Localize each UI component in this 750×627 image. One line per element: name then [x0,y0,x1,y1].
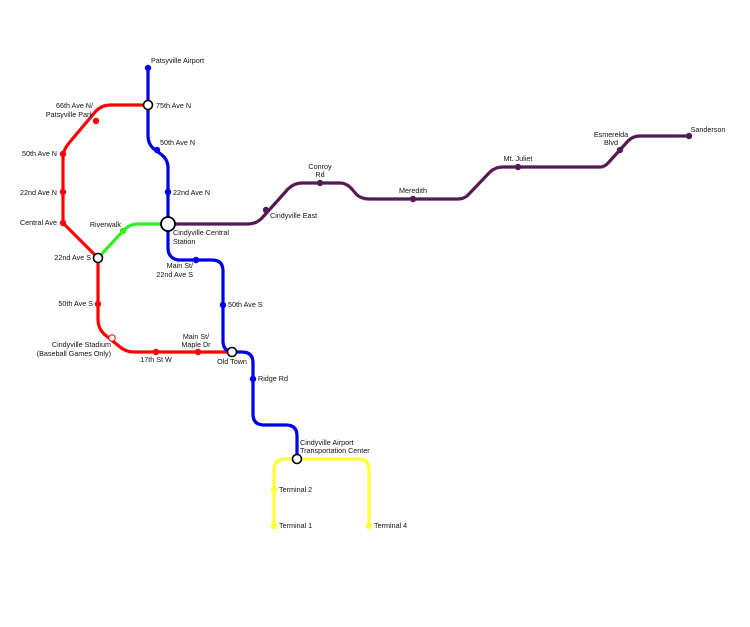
label-main-maple-1: Main St/ [183,332,209,341]
station-dot-riverwalk[interactable] [119,227,127,235]
label-22nd-ave-n-blue: 22nd Ave N [173,188,210,197]
label-75th-ave-n: 75th Ave N [156,101,191,110]
purple-line [166,134,691,226]
label-stadium-2: (Baseball Games Only) [37,349,111,358]
label-central-ave: Central Ave [20,218,57,227]
transfer-airport-tc[interactable] [291,453,303,465]
station-dot-50th-ave-s-blue[interactable] [219,301,227,309]
label-esmerelda-1: Esmerelda [594,130,628,139]
station-dot-main-maple[interactable] [194,348,202,356]
red-line [61,103,234,354]
label-terminal-2: Terminal 2 [279,485,312,494]
label-riverwalk: Riverwalk [90,220,122,229]
green-line [96,222,170,260]
station-dot-50th-ave-n-red[interactable] [59,150,67,158]
label-conroy-rd-1: Conroy [308,162,332,171]
transfer-22nd-ave-s[interactable] [92,252,104,264]
station-dot-terminal-2[interactable] [270,486,278,494]
label-22nd-ave-n-red: 22nd Ave N [20,188,57,197]
yellow-line [272,457,371,528]
station-dot-sanderson[interactable] [685,132,693,140]
station-dot-22nd-ave-n-red[interactable] [59,188,67,196]
label-17th-st-w: 17th St W [140,355,172,364]
station-dot-ridge-rd[interactable] [249,375,257,383]
label-conroy-rd-2: Rd [315,170,324,179]
station-dot-50th-ave-n-blue[interactable] [153,146,161,154]
label-ridge-rd: Ridge Rd [258,374,288,383]
label-old-town: Old Town [217,357,247,366]
station-dot-22nd-ave-n-blue[interactable] [164,188,172,196]
label-50th-ave-n-red: 50th Ave N [22,149,57,158]
label-airport-tc-1: Cindyville Airport [300,438,354,447]
label-cindyville-central-1: Cindyville Central [173,228,229,237]
label-cindyville-east: Cindyville East [270,211,317,220]
label-patsyville-airport: Patsyville Airport [151,56,204,65]
label-airport-tc-2: Transportation Center [300,446,370,455]
station-dot-stadium[interactable] [108,334,116,342]
label-main-maple-2: Maple Dr [181,340,211,349]
station-dot-50th-ave-s-red[interactable] [94,300,102,308]
label-50th-ave-s-red: 50th Ave S [58,299,93,308]
transfer-old-town[interactable] [226,346,238,358]
label-sanderson: Sanderson [691,125,726,134]
label-66th-ave-n-2: Patsyville Park [46,110,94,119]
label-main-22nd-1: Main St/ [167,261,193,270]
label-cindyville-central-2: Station [173,237,195,246]
station-dot-main-22nd[interactable] [192,256,200,264]
label-esmerelda-2: Blvd [604,138,618,147]
station-dot-conroy-rd[interactable] [316,179,324,187]
label-terminal-1: Terminal 1 [279,521,312,530]
label-66th-ave-n-1: 66th Ave N/ [56,101,93,110]
label-terminal-4: Terminal 4 [374,521,407,530]
label-22nd-ave-s: 22nd Ave S [54,253,91,262]
label-stadium-1: Cindyville Stadium [52,340,111,349]
station-dot-terminal-4[interactable] [365,522,373,530]
transfer-cindyville-central[interactable] [160,216,176,232]
station-dot-central-ave[interactable] [59,219,67,227]
station-dot-meredith[interactable] [409,195,417,203]
station-dot-terminal-1[interactable] [270,522,278,530]
label-meredith: Meredith [399,186,427,195]
label-main-22nd-2: 22nd Ave S [156,270,193,279]
station-dot-17th-st-w[interactable] [152,348,160,356]
label-50th-ave-s-blue: 50th Ave S [228,300,263,309]
label-50th-ave-n-blue: 50th Ave N [160,138,195,147]
station-dot-patsyville-airport[interactable] [144,64,152,72]
station-dot-mt-juliet[interactable] [514,163,522,171]
station-dot-cindyville-east[interactable] [262,206,270,214]
label-mt-juliet: Mt. Juliet [504,154,533,163]
station-dot-esmerelda[interactable] [616,146,624,154]
transfer-75th-ave-n[interactable] [142,99,154,111]
station-dot-66th-ave-n[interactable] [92,117,100,125]
